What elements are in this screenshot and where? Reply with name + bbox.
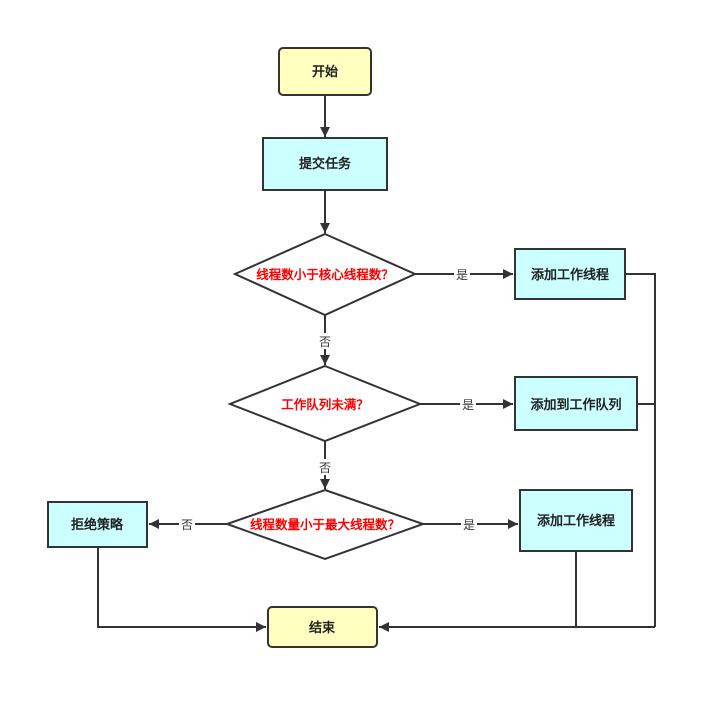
- start-label: 开始: [312, 64, 338, 80]
- add-to-queue-label: 添加到工作队列: [530, 397, 621, 413]
- reject-policy-label: 拒绝策略: [71, 517, 124, 533]
- add-worker-1-label: 添加工作线程: [531, 267, 609, 283]
- add-worker-2-node: 添加工作线程: [519, 489, 633, 552]
- submit-task-node: 提交任务: [262, 137, 388, 191]
- label-no-2: 否: [319, 461, 331, 475]
- cond-core-threads-node: 线程数小于核心线程数？: [232, 232, 418, 317]
- edge-labels: 是 否 是 否 是 否: [179, 266, 477, 532]
- submit-task-label: 提交任务: [299, 156, 352, 172]
- label-yes-2: 是: [462, 398, 474, 412]
- start-node: 开始: [278, 47, 372, 96]
- add-to-queue-node: 添加到工作队列: [514, 376, 638, 431]
- edge-worker1-end: [625, 273, 656, 627]
- add-worker-2-label: 添加工作线程: [537, 513, 615, 529]
- cond-max-threads-label: 线程数量小于最大线程数？: [250, 517, 400, 532]
- label-yes-3: 是: [463, 518, 475, 532]
- cond-core-threads-label: 线程数小于核心线程数？: [256, 267, 394, 282]
- cond-queue-label: 工作队列未满？: [281, 397, 369, 412]
- reject-policy-node: 拒绝策略: [47, 501, 148, 548]
- label-yes-1: 是: [456, 268, 468, 282]
- add-worker-1-node: 添加工作线程: [514, 248, 626, 300]
- cond-queue-node: 工作队列未满？: [227, 364, 423, 443]
- label-no-1: 否: [319, 335, 331, 349]
- cond-max-threads-node: 线程数量小于最大线程数？: [223, 488, 427, 561]
- edge-reject-end: [97, 548, 266, 632]
- end-node: 结束: [267, 606, 378, 648]
- label-no-3: 否: [181, 518, 193, 532]
- end-label: 结束: [309, 620, 336, 636]
